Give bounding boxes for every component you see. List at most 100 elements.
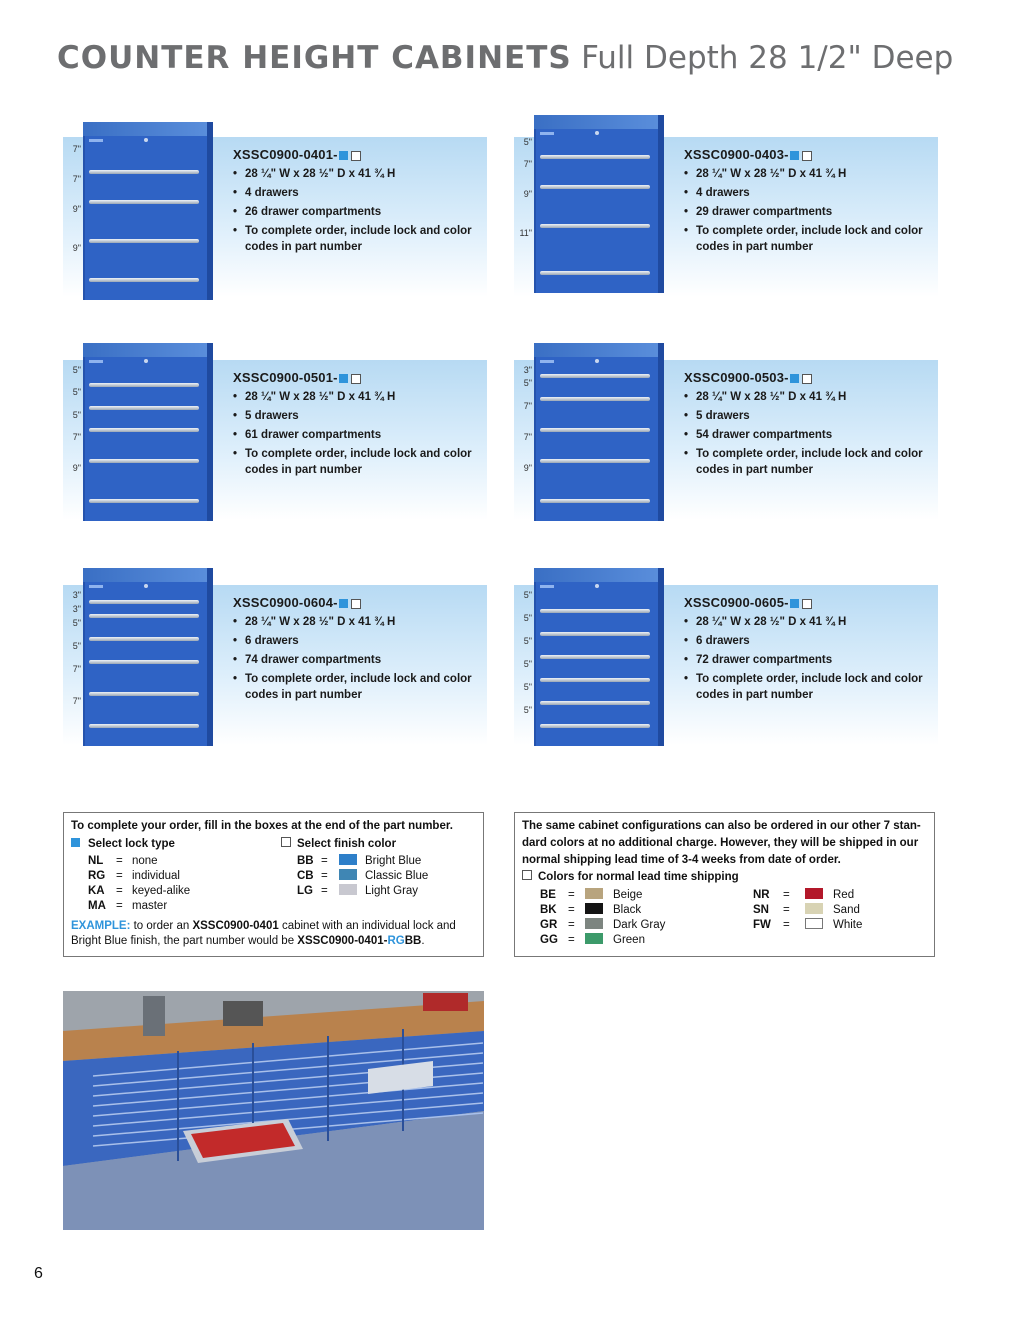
order-heading: To complete your order, fill in the boxe… <box>71 820 453 832</box>
part-number-text: XSSC0900-0501- <box>233 370 338 385</box>
cabinet-illustration: 3"5"7"7"9" <box>524 343 664 521</box>
part-number: XSSC0900-0604- <box>233 593 483 613</box>
example-line-1: EXAMPLE: to order an XSSC0900-0401 cabin… <box>71 919 456 934</box>
example-result-lock: RG <box>387 935 405 947</box>
other-colors-heading-label: Colors for normal lead time shipping <box>538 871 739 883</box>
equals-sign: = <box>568 889 575 901</box>
drawer-height-label: 7" <box>72 431 81 442</box>
product-card: 3"3"5"5"7"7"XSSC0900-0604-28 ¼" W x 28 ½… <box>63 568 487 746</box>
cabinet-side <box>207 568 213 746</box>
drawer-handle <box>89 427 199 432</box>
drawer-height-label: 5" <box>523 705 532 715</box>
color-heading-label: Select finish color <box>297 838 397 850</box>
color-code: BE <box>540 889 556 901</box>
product-info: XSSC0900-0403- 28 ¼" W x 28 ½" D x 41 ¾ H… <box>684 145 934 255</box>
cabinet-illustration: 5"5"5"7"9" <box>73 343 213 521</box>
example-text-3: Bright Blue finish, the part number woul… <box>71 935 298 947</box>
lock-box-icon <box>338 151 348 161</box>
equals-sign: = <box>321 870 328 882</box>
equals-sign: = <box>783 904 790 916</box>
other-colors-box: The same cabinet configurations can also… <box>514 812 935 957</box>
color-swatch <box>339 854 357 865</box>
spec-drawers: 6 drawers <box>233 632 483 651</box>
color-swatch <box>585 933 603 944</box>
drawer-handle <box>89 170 199 175</box>
cabinet-top <box>534 115 664 129</box>
spec-drawers: 5 drawers <box>233 407 483 426</box>
part-number-text: XSSC0900-0604- <box>233 595 338 610</box>
color-code: NR <box>753 889 770 901</box>
spec-drawers: 5 drawers <box>684 407 934 426</box>
product-card: 5"5"5"5"5"5"XSSC0900-0605-28 ¼" W x 28 ½… <box>514 568 938 746</box>
drawer-height-label: 5" <box>523 613 532 623</box>
example-result-prefix: XSSC0900-0401- <box>297 935 388 947</box>
blue-box-icon <box>71 838 80 847</box>
cabinet-front <box>534 582 660 746</box>
drawer-handle <box>89 200 199 205</box>
cabinet-logo <box>540 360 554 363</box>
drawer-handle <box>540 374 650 379</box>
lock-code: RG <box>88 870 106 882</box>
color-box-icon <box>350 598 361 609</box>
color-box-icon <box>350 150 361 161</box>
color-swatch <box>339 869 357 880</box>
cabinet-front <box>534 357 660 521</box>
drawer-height-label: 9" <box>72 243 81 254</box>
example-label: EXAMPLE: <box>71 920 131 932</box>
cabinet-top <box>83 122 213 136</box>
cabinet-logo <box>540 132 554 135</box>
lock-code: NL <box>88 855 104 867</box>
lock-icon <box>595 359 599 363</box>
part-number: XSSC0900-0501- <box>233 368 483 388</box>
drawer-handle <box>540 396 650 401</box>
example-text-1: to order an <box>130 920 193 932</box>
lock-name: master <box>132 900 168 912</box>
equals-sign: = <box>568 919 575 931</box>
spec-dimensions: 28 ¼" W x 28 ½" D x 41 ¾ H <box>684 165 934 184</box>
drawer-handle <box>540 632 650 636</box>
drawer-height-label: 5" <box>523 137 532 147</box>
drawer-height-label: 3" <box>72 590 81 600</box>
drawer-handle <box>89 659 199 664</box>
spec-note: To complete order, include lock and colo… <box>233 446 483 478</box>
product-card: 5"7"9"11"XSSC0900-0403-28 ¼" W x 28 ½" D… <box>514 115 938 297</box>
spec-note: To complete order, include lock and colo… <box>233 671 483 703</box>
lock-icon <box>595 584 599 588</box>
color-name: Sand <box>833 904 860 916</box>
color-swatch <box>585 918 603 929</box>
cabinet-top <box>83 343 213 357</box>
info-text-line: normal shipping lead time of 3-4 weeks f… <box>522 854 841 866</box>
info-text-line: The same cabinet configurations can also… <box>522 820 921 832</box>
lock-box-icon <box>338 374 348 384</box>
cabinet-top <box>534 343 664 357</box>
color-box-icon <box>801 598 812 609</box>
color-box-icon <box>350 373 361 384</box>
drawer-height-label: 7" <box>72 663 81 674</box>
spec-dimensions: 28 ¼" W x 28 ½" D x 41 ¾ H <box>233 388 483 407</box>
spec-compartments: 74 drawer compartments <box>233 651 483 670</box>
drawer-handle <box>540 499 650 503</box>
color-code: LG <box>297 885 313 897</box>
drawer-handle <box>540 427 650 432</box>
color-name: Beige <box>613 889 643 901</box>
spec-drawers: 4 drawers <box>233 184 483 203</box>
color-code: BK <box>540 904 557 916</box>
order-instructions-box: To complete your order, fill in the boxe… <box>63 812 484 957</box>
lock-box-icon <box>789 599 799 609</box>
drawer-handle <box>540 724 650 728</box>
product-info: XSSC0900-0501- 28 ¼" W x 28 ½" D x 41 ¾ H… <box>233 368 483 478</box>
part-number-text: XSSC0900-0403- <box>684 147 789 162</box>
drawer-height-label: 5" <box>523 378 532 389</box>
drawer-handle <box>540 223 650 228</box>
spec-compartments: 54 drawer compartments <box>684 426 934 445</box>
drawer-handle <box>89 636 199 641</box>
equals-sign: = <box>568 904 575 916</box>
color-name: Dark Gray <box>613 919 666 931</box>
drawer-height-label: 9" <box>72 462 81 473</box>
drawer-height-label: 7" <box>523 158 532 169</box>
spec-note: To complete order, include lock and colo… <box>684 223 934 255</box>
lock-icon <box>144 359 148 363</box>
drawer-height-label: 3" <box>523 365 532 375</box>
product-info: XSSC0900-0401-28 ¼" W x 28 ½" D x 41 ¾ H… <box>233 145 483 255</box>
drawer-height-label: 5" <box>523 682 532 692</box>
